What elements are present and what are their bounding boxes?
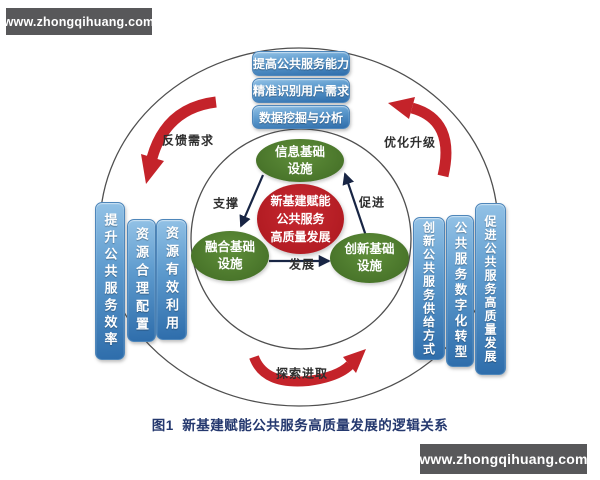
box-resource-utilization-label: 资源有效利用 (164, 225, 179, 334)
label-explore-forge: 探索进取 (275, 366, 329, 381)
box-supply-innovation-label: 创新公共服务供给方式 (421, 221, 436, 356)
box-service-capability-label: 提高公共服务能力 (253, 57, 350, 71)
core-line1: 新基建赋能 (270, 194, 331, 208)
box-user-needs: 精准识别用户需求 (252, 78, 350, 103)
label-feedback-demand: 反馈需求 (161, 133, 215, 148)
ellipse-innovative-line2: 设施 (356, 259, 382, 273)
box-high-quality-development-label: 促进公共服务高质量发展 (483, 214, 497, 364)
box-supply-innovation: 创新公共服务供给方式 (413, 217, 445, 360)
inner-ring (190, 128, 412, 350)
watermark-top-text: www.zhongqihuang.com (3, 14, 155, 29)
ellipse-information-line2: 设施 (287, 161, 313, 176)
box-resource-allocation-label: 资源合理配置 (134, 226, 149, 335)
ellipse-innovative-infrastructure: 创新基础 设施 (330, 233, 409, 283)
edge-support-arrow (239, 174, 265, 228)
curved-arrow-feedback-icon (141, 96, 217, 184)
box-resource-allocation: 资源合理配置 (127, 219, 156, 342)
edge-promote-arrow (342, 172, 368, 237)
core-line3: 高质量发展 (270, 230, 331, 244)
box-service-efficiency: 提升公共服务效率 (95, 202, 125, 360)
curved-arrow-explore-icon (249, 349, 366, 387)
box-high-quality-development: 促进公共服务高质量发展 (475, 203, 506, 375)
circle-new-infrastructure-core: 新基建赋能 公共服务 高质量发展 (257, 184, 344, 254)
label-support: 支撑 (212, 196, 240, 211)
ellipse-information-line1: 信息基础 (274, 144, 325, 159)
figure-caption: 图1 新基建赋能公共服务高质量发展的逻辑关系 (151, 418, 449, 433)
ellipse-information-infrastructure: 信息基础 设施 (256, 139, 344, 182)
box-data-mining: 数据挖掘与分析 (252, 105, 350, 129)
box-digital-transformation: 公共服务数字化转型 (446, 215, 474, 367)
ellipse-integrated-infrastructure: 融合基础 设施 (191, 231, 269, 281)
box-service-efficiency-label: 提升公共服务效率 (102, 213, 118, 349)
core-line2: 公共服务 (276, 212, 325, 226)
ellipse-integrated-line1: 融合基础 (204, 240, 255, 255)
box-user-needs-label: 精准识别用户需求 (253, 84, 350, 98)
watermark-bottom-banner: www.zhongqihuang.com (419, 444, 588, 474)
box-service-capability: 提高公共服务能力 (252, 51, 350, 76)
box-resource-utilization: 资源有效利用 (156, 219, 187, 340)
label-develop: 发展 (288, 257, 316, 272)
watermark-bottom-text: www.zhongqihuang.com (419, 451, 588, 467)
label-promote: 促进 (358, 195, 386, 210)
watermark-top-banner: www.zhongqihuang.com (3, 8, 155, 35)
label-optimize-upgrade: 优化升级 (383, 135, 437, 150)
box-digital-transformation-label: 公共服务数字化转型 (452, 221, 467, 361)
curved-arrow-optimize-icon (388, 97, 452, 178)
ellipse-innovative-line1: 创新基础 (344, 242, 395, 257)
ellipse-integrated-line2: 设施 (217, 257, 243, 271)
box-data-mining-label: 数据挖掘与分析 (258, 110, 343, 125)
